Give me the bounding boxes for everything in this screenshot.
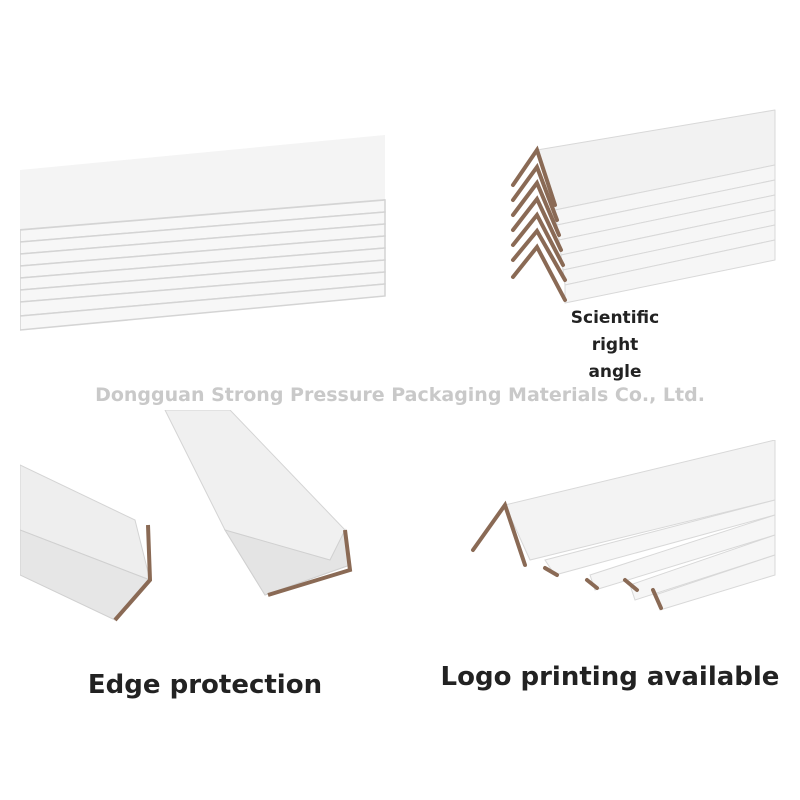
angle-board-stack-photo [505,105,780,310]
right-angle-caption: Scientific right angle [560,305,670,386]
caption-line: Scientific [570,308,660,328]
caption-line: angle [588,362,642,382]
company-watermark: Dongguan Strong Pressure Packaging Mater… [95,384,705,406]
edge-protector-closeup-photo [20,410,360,640]
edge-protection-caption: Edge protection [87,670,323,700]
caption-line: right [591,335,639,355]
staggered-angle-boards-photo [465,440,780,615]
stacked-edge-boards-photo [20,130,390,340]
logo-printing-caption: Logo printing available [440,662,780,692]
